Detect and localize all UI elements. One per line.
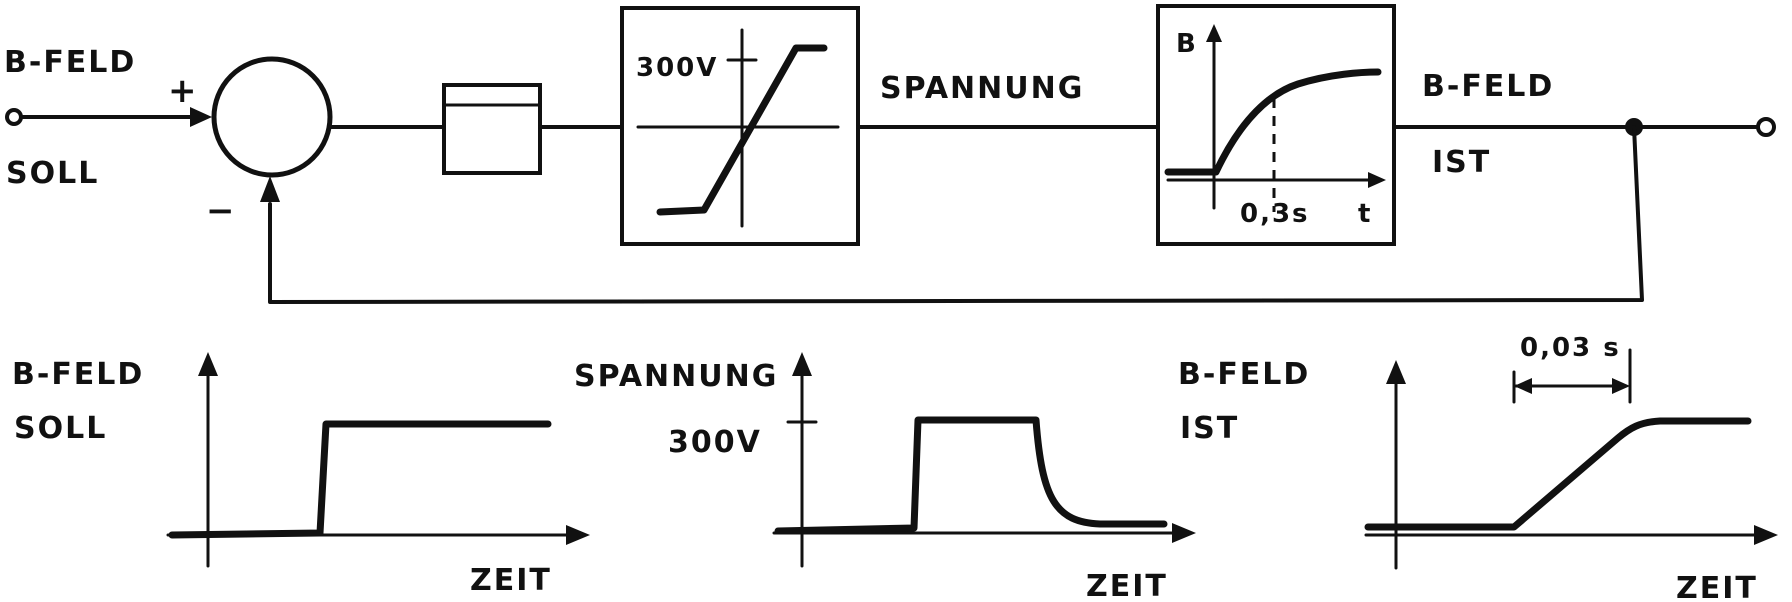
plot-voltage-x-label: ZEIT (1086, 569, 1168, 602)
plot-setpoint-y-arrowhead (198, 352, 218, 376)
input-terminal (5, 108, 23, 126)
plot-actual-y-arrowhead (1386, 360, 1406, 384)
plot-actual-annotation: 0,03 s (1520, 333, 1621, 363)
plant-x-arrowhead (1368, 172, 1386, 188)
plot-voltage-x-arrowhead (1172, 523, 1196, 543)
output-label-bottom: IST (1432, 145, 1491, 180)
limiter-label: 300V (636, 53, 718, 83)
plot-setpoint-x-label: ZEIT (470, 563, 552, 598)
input-arrowhead (190, 107, 212, 127)
plant-step-response-curve (1164, 68, 1382, 176)
plant-block (1156, 4, 1396, 246)
plot-actual-ramp-curve (1364, 417, 1752, 531)
output-label-top: B-FELD (1422, 69, 1554, 104)
plot-actual-label-top: B-FELD (1178, 357, 1310, 392)
plot-setpoint-label-top: B-FELD (12, 357, 144, 392)
input-label-bottom: SOLL (6, 156, 99, 191)
limiter-saturation-curve (656, 44, 828, 216)
input-label-top: B-FELD (4, 45, 136, 80)
plot-voltage-y-arrowhead (792, 352, 812, 376)
plot-actual: 0,03 s B-FELD IST ZEIT (1178, 333, 1778, 602)
plant-axis-x-label: t (1358, 199, 1372, 229)
plot-setpoint-x-arrowhead (566, 525, 590, 545)
feedback-arrowhead (260, 176, 280, 202)
plot-voltage-tick-label: 300V (668, 425, 762, 460)
output-terminal (1756, 117, 1776, 137)
plot-actual-dimension-arrow-left (1514, 378, 1532, 394)
plant-axis-y-label: B (1176, 29, 1198, 59)
plot-voltage-label-top: SPANNUNG (574, 359, 778, 394)
plot-actual-x-label: ZEIT (1676, 571, 1758, 602)
plot-actual-label-bottom: IST (1180, 411, 1239, 446)
plant-time-constant-label: 0,3s (1240, 199, 1310, 229)
summing-junction (211, 56, 333, 178)
controller-block (442, 83, 542, 175)
plot-setpoint-step-curve (168, 420, 552, 539)
plot-setpoint: B-FELD SOLL ZEIT (12, 352, 590, 598)
plant-y-arrowhead (1206, 24, 1222, 42)
plot-actual-dimension-arrow-right (1612, 378, 1630, 394)
plot-voltage-pulse-curve (774, 416, 1168, 535)
plot-voltage: SPANNUNG 300V ZEIT (574, 352, 1196, 602)
plus-sign: + (168, 71, 199, 111)
signal-label: SPANNUNG (880, 71, 1084, 106)
minus-sign: − (206, 191, 237, 231)
feedback-path (268, 125, 1644, 304)
plot-actual-x-arrowhead (1754, 525, 1778, 545)
plot-setpoint-label-bottom: SOLL (14, 411, 107, 446)
